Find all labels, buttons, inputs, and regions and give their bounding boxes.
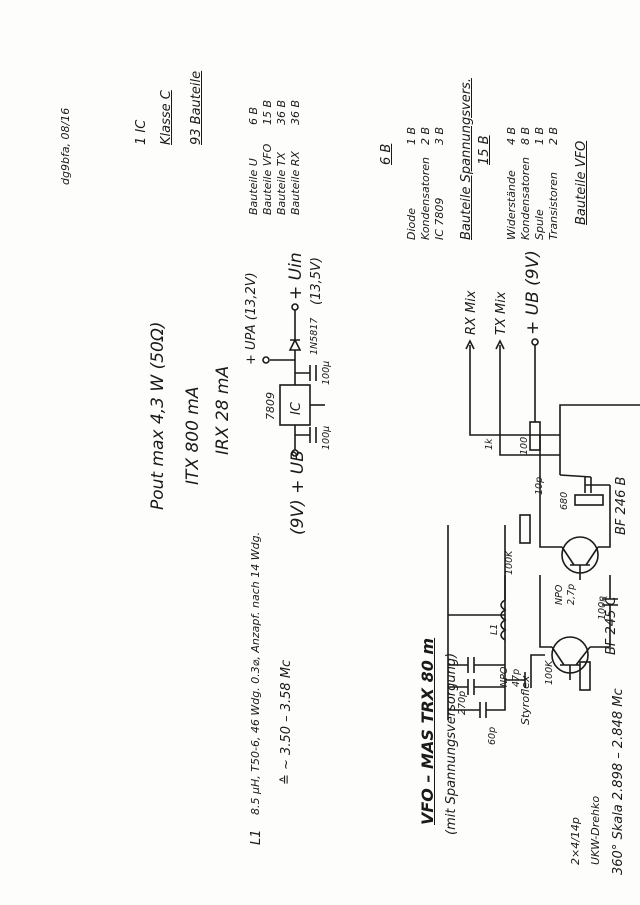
tuning-cap-desc: UKW-Drehko bbox=[589, 795, 602, 865]
bom-summary-row: Bauteile U bbox=[247, 158, 260, 215]
cap-10p-label: 10p bbox=[534, 476, 545, 495]
itx-label: ITX 800 mA bbox=[183, 386, 203, 486]
cap-2p7-label: 2,7p bbox=[566, 583, 577, 605]
res-100k-2-label: 100K bbox=[504, 550, 515, 575]
ub-out-label: (9V) + UB bbox=[288, 450, 308, 535]
npo-label: NPO bbox=[499, 666, 510, 687]
bom-vfo-qty: 8 B bbox=[519, 126, 532, 145]
res-100k-1-label: 100K bbox=[544, 660, 555, 685]
klasse-label: Klasse C bbox=[159, 90, 174, 145]
diode-label: 1N5817 bbox=[309, 317, 320, 355]
bom-supply-qty: 3 B bbox=[433, 126, 446, 145]
page-subtitle: (mit Spannungsversorgung) bbox=[444, 652, 459, 835]
uin-voltage-label: (13,5V) bbox=[309, 257, 324, 305]
bom-vfo-heading: Bauteile VFO bbox=[574, 140, 589, 225]
scale-label: 360° Skala 2.898 – 2.848 Mc bbox=[611, 688, 626, 875]
scale-equivalent: ≙ ~ 3.50 – 3.58 Mc bbox=[279, 659, 294, 785]
bom-vfo-row: Transistoren bbox=[547, 172, 560, 240]
bom-vfo-total: 15 B bbox=[477, 135, 492, 165]
regulator-label: 7809 bbox=[264, 392, 277, 420]
bom-vfo-qty: 1 B bbox=[533, 126, 546, 145]
bom-supply-heading: Bauteile Spannungsvers. bbox=[459, 78, 474, 240]
bom-summary-qty: 36 B bbox=[275, 99, 288, 125]
bom-supply-row: Kondensatoren bbox=[419, 156, 432, 240]
cap-out-label: 100µ bbox=[321, 360, 332, 385]
bom-vfo-row: Kondensatoren bbox=[519, 156, 532, 240]
bom-supply-row: Diode bbox=[405, 207, 418, 240]
bom-supply-row: IC 7809 bbox=[433, 197, 446, 240]
bom-summary-row: Bauteile VFO bbox=[261, 143, 274, 215]
bom-summary-qty: 36 B bbox=[289, 99, 302, 125]
tx-mix-label: TX Mix bbox=[494, 291, 509, 335]
npo2-label: NPO bbox=[554, 584, 565, 605]
tuning-cap-label: 2×4/14p bbox=[569, 817, 582, 865]
res-680-label: 680 bbox=[559, 491, 570, 510]
rx-mix-label: RX Mix bbox=[464, 290, 479, 335]
res-100-label: 100 bbox=[519, 436, 530, 455]
cap-100n-label: 100n bbox=[597, 595, 608, 620]
bom-vfo-row: Spule bbox=[533, 209, 546, 240]
bom-total: 93 Bauteile bbox=[189, 70, 204, 145]
bom-summary-qty: 6 B bbox=[247, 106, 260, 125]
bom-supply-qty: 2 B bbox=[419, 126, 432, 145]
res-1k-label: 1k bbox=[484, 438, 495, 450]
cap-60p-label: 60p bbox=[487, 726, 498, 745]
pout-label: Pout max 4,3 W (50Ω) bbox=[148, 321, 168, 510]
cap-270p-label: 270p bbox=[457, 690, 468, 715]
ub-label: + UB (9V) bbox=[523, 250, 543, 335]
ic-count-label: 1 IC bbox=[134, 119, 149, 145]
t2-label: BF 246 B bbox=[614, 476, 629, 535]
cap-47p-label: 47p bbox=[511, 668, 522, 687]
cap-in-label: 100µ bbox=[321, 425, 332, 450]
bom-supply-qty: 1 B bbox=[405, 126, 418, 145]
irx-label: IRX 28 mA bbox=[213, 365, 233, 455]
bom-supply-total: 6 B bbox=[379, 143, 394, 165]
uin-label: + Uin bbox=[286, 252, 306, 300]
coil-label: L1 bbox=[249, 829, 264, 845]
page-title: VFO – MAS TRX 80 m bbox=[418, 637, 437, 825]
bom-vfo-qty: 4 B bbox=[505, 126, 518, 145]
bom-vfo-row: Widerstände bbox=[505, 170, 518, 240]
l1-label: L1 bbox=[489, 623, 500, 635]
ic-label: IC bbox=[289, 402, 304, 415]
bom-summary-qty: 15 B bbox=[261, 99, 274, 125]
signature: dg9bfa, 08/16 bbox=[59, 107, 72, 185]
upa-label: + UPA (13,2V) bbox=[244, 272, 259, 365]
bom-summary-row: Bauteile TX bbox=[275, 152, 288, 215]
coil-desc: 8.5 µH, T50-6, 46 Wdg. 0.3⌀, Anzapf. nac… bbox=[249, 531, 262, 815]
bom-vfo-qty: 2 B bbox=[547, 126, 560, 145]
bom-summary-row: Bauteile RX bbox=[289, 151, 302, 215]
